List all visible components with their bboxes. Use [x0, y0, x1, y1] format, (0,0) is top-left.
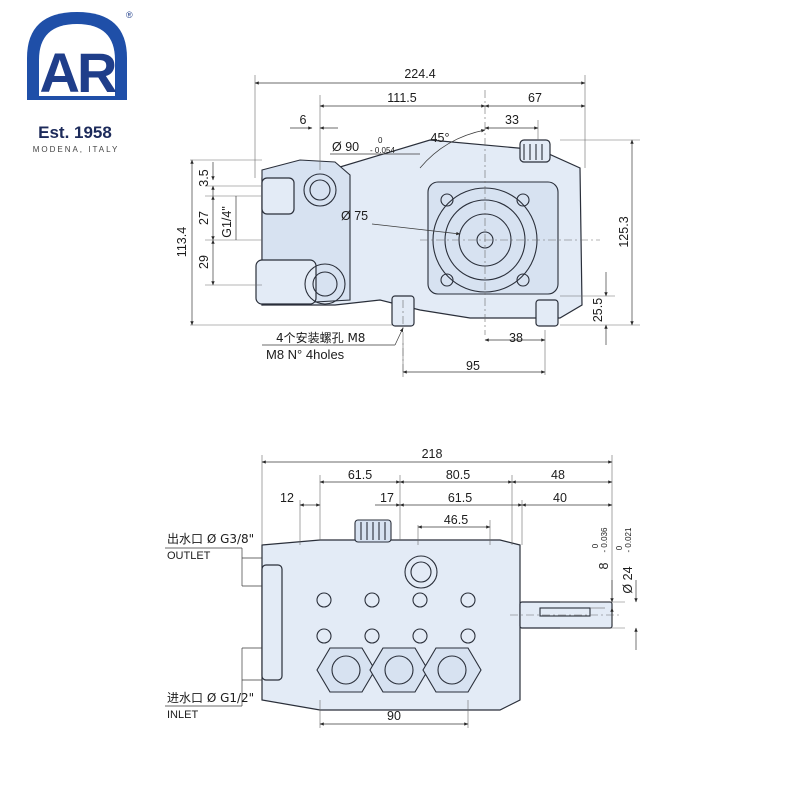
- top-view-extensions: [190, 75, 640, 375]
- est-year: Est. 1958: [38, 123, 112, 142]
- bottom-view-extensions: [261, 455, 625, 728]
- dim-total-height-left: 113.4: [175, 227, 189, 257]
- dim-seg-c: 48: [551, 468, 565, 482]
- dim-shaft-tol-upper: 0: [615, 545, 624, 550]
- bottom-view-pump: [261, 519, 620, 711]
- dim-shaft-tol-lower: - 0.021: [624, 527, 633, 552]
- outlet-label-cn: 出水口 Ø G3/8": [167, 532, 254, 546]
- dim-front-to-shaft: 111.5: [387, 91, 416, 105]
- inlet-plugs: [316, 647, 482, 693]
- dim-shaft-to-rear: 67: [528, 91, 542, 105]
- location: MODENA, ITALY: [33, 145, 120, 154]
- dim-foot-offset: 38: [509, 331, 523, 345]
- mount-note-en: M8 N° 4holes: [266, 347, 345, 362]
- logo-letters: AR: [40, 41, 117, 104]
- registered-mark: ®: [126, 10, 133, 20]
- dim-key-width: 8: [597, 562, 611, 569]
- bottom-view-dimlines: [165, 460, 638, 726]
- dim-flange-tol-lower: - 0.054: [370, 146, 395, 155]
- dim-seg-a: 61.5: [348, 468, 372, 482]
- top-view-dimtext: 224.4 111.5 67 6 33 45° Ø 90 0 - 0.054 Ø…: [175, 67, 631, 373]
- dim-overall-length-2: 218: [422, 447, 443, 461]
- dim-seg-h: 46.5: [444, 513, 468, 527]
- dim-seg-b: 80.5: [446, 468, 470, 482]
- dim-lower-port: 29: [197, 255, 211, 269]
- dim-key-tol-upper: 0: [591, 543, 600, 548]
- dim-mount-spacing: 95: [466, 359, 480, 373]
- dim-small-height: 3.5: [197, 169, 211, 186]
- bottom-view-dimtext: 218 61.5 80.5 48 12 17 61.5 40 46.5 90 8…: [167, 447, 635, 723]
- top-view-pump: [255, 90, 600, 380]
- bolt-row-upper: [316, 592, 476, 644]
- dim-overall-length: 224.4: [404, 67, 435, 81]
- dim-shaft-dia: Ø 24: [621, 566, 635, 593]
- dim-seg-g: 40: [553, 491, 567, 505]
- dim-seg-e: 17: [380, 491, 394, 505]
- dim-seg-d: 12: [280, 491, 294, 505]
- brand-logo: AR ® Est. 1958 MODENA, ITALY: [27, 10, 133, 154]
- dim-angle: 45°: [431, 131, 450, 145]
- dim-inlet-width: 90: [387, 709, 401, 723]
- top-view-dimlines: [190, 81, 634, 374]
- dim-front-offset: 6: [300, 113, 307, 127]
- outlet-label-en: OUTLET: [167, 550, 211, 562]
- dim-flange: Ø 90: [332, 140, 359, 154]
- dim-bolt-circle: Ø 75: [341, 209, 368, 223]
- dim-key-tol-lower: - 0.036: [600, 527, 609, 552]
- dim-foot-height: 25.5: [591, 298, 605, 322]
- dim-flange-tol-upper: 0: [378, 136, 383, 145]
- dim-rear-offset: 33: [505, 113, 519, 127]
- dim-port-spacing: 27: [197, 211, 211, 225]
- dim-port-thread: G1/4": [220, 206, 234, 238]
- inlet-label-en: INLET: [167, 709, 198, 721]
- inlet-label-cn: 进水口 Ø G1/2": [167, 691, 254, 705]
- dim-seg-f: 61.5: [448, 491, 472, 505]
- mount-note-cn: 4个安装螺孔 M8: [276, 330, 365, 345]
- dim-total-height-right: 125.3: [617, 216, 631, 247]
